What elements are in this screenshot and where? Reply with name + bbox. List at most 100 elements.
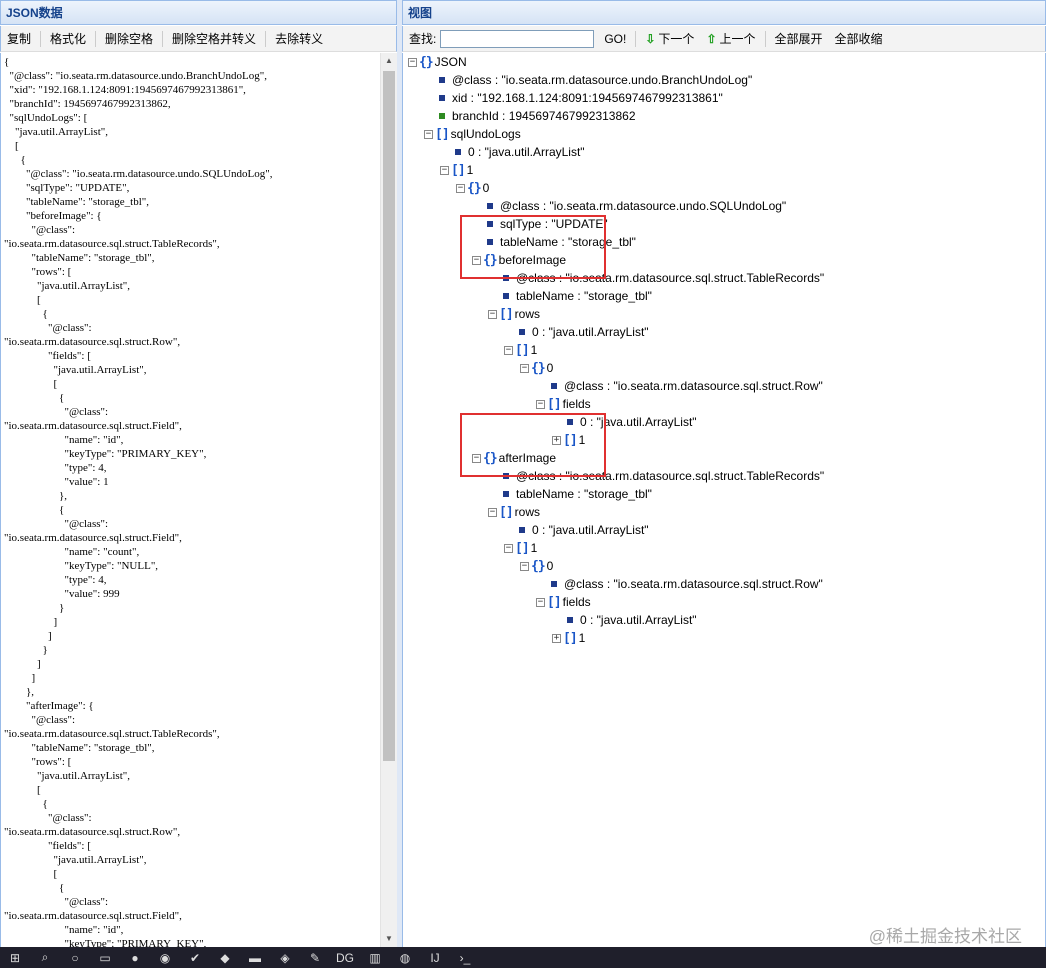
tree-node[interactable]: 0 : "java.util.ArrayList": [516, 323, 649, 341]
tree-node-label: @class : "io.seata.rm.datasource.undo.Br…: [452, 73, 753, 87]
leaf-bullet-icon: [551, 383, 557, 389]
search-input[interactable]: [440, 29, 595, 48]
windows-start-icon[interactable]: ⊞: [9, 950, 21, 965]
network-icon[interactable]: ◍: [399, 950, 411, 965]
tree-node[interactable]: −[]rows: [488, 305, 540, 323]
view-panel-title: 视图: [408, 6, 433, 20]
todo-icon[interactable]: ✔: [189, 950, 201, 965]
intellij-icon[interactable]: IJ: [430, 950, 440, 965]
leaf-bullet-icon: [439, 77, 445, 83]
tree-node-label: 0 : "java.util.ArrayList": [532, 325, 649, 339]
tree-node[interactable]: −[]1: [504, 539, 537, 557]
collapse-toggle-icon[interactable]: −: [520, 362, 529, 373]
datagrip-icon[interactable]: DG: [336, 950, 354, 965]
next-button[interactable]: ⇩下一个: [639, 30, 700, 47]
scroll-down-arrow-icon[interactable]: ▼: [385, 934, 393, 943]
cortana-icon[interactable]: ○: [71, 950, 79, 965]
tree-node[interactable]: −[]1: [440, 161, 473, 179]
tree-node[interactable]: −{}0: [456, 179, 489, 197]
collapse-all-button[interactable]: 全部收缩: [834, 32, 883, 46]
tree-node[interactable]: −[]fields: [536, 395, 591, 413]
object-icon: {}: [467, 180, 482, 196]
tree-node[interactable]: −{}0: [520, 359, 553, 377]
json-text-line: "@class": "io.seata.rm.datasource.undo.B…: [4, 70, 268, 82]
array-icon: []: [499, 504, 514, 520]
json-text-line: },: [4, 686, 35, 698]
tree-node-label: 1: [466, 163, 474, 177]
toolbar-separator: [764, 30, 766, 47]
collapse-toggle-icon[interactable]: −: [456, 182, 465, 193]
unescape-button[interactable]: 去除转义: [275, 32, 324, 46]
tree-node[interactable]: tableName : "storage_tbl": [500, 287, 652, 305]
json-scrollbar[interactable]: ▲ ▼: [380, 53, 397, 947]
json-text-line: {: [4, 798, 48, 810]
tree-node[interactable]: 0 : "java.util.ArrayList": [452, 143, 585, 161]
object-icon: {}: [419, 54, 434, 70]
panel-splitter[interactable]: [397, 0, 402, 947]
tree-node[interactable]: −{}beforeImage: [472, 251, 566, 269]
chrome-icon[interactable]: ●: [131, 950, 139, 965]
tree-node[interactable]: −[]rows: [488, 503, 540, 521]
tree-node[interactable]: +[]1: [552, 431, 585, 449]
json-text-area[interactable]: { "@class": "io.seata.rm.datasource.undo…: [0, 53, 380, 947]
tree-node[interactable]: +[]1: [552, 629, 585, 647]
expand-toggle-icon[interactable]: +: [552, 434, 561, 445]
tree-node-label: xid : "192.168.1.124:8091:19456974679923…: [452, 91, 723, 105]
database-icon[interactable]: ▥: [369, 950, 381, 965]
tree-node[interactable]: −[]fields: [536, 593, 591, 611]
collapse-toggle-icon[interactable]: −: [504, 542, 513, 553]
prev-button[interactable]: ⇧上一个: [700, 30, 761, 47]
collapse-toggle-icon[interactable]: −: [520, 560, 529, 571]
tree-node[interactable]: 0 : "java.util.ArrayList": [564, 611, 697, 629]
collapse-toggle-icon[interactable]: −: [424, 128, 433, 139]
visual-studio-icon[interactable]: ◈: [280, 950, 290, 965]
remove-spaces-escape-button[interactable]: 删除空格并转义: [172, 32, 257, 46]
array-icon: []: [515, 540, 530, 556]
tree-node-label: @class : "io.seata.rm.datasource.undo.SQ…: [500, 199, 787, 213]
tree-node[interactable]: xid : "192.168.1.124:8091:19456974679923…: [436, 89, 723, 107]
go-button[interactable]: GO!: [604, 31, 627, 46]
json-text-line: "java.util.ArrayList",: [4, 126, 108, 138]
scrollbar-thumb[interactable]: [383, 71, 395, 761]
tree-node[interactable]: @class : "io.seata.rm.datasource.sql.str…: [548, 377, 823, 395]
tree-node[interactable]: 0 : "java.util.ArrayList": [564, 413, 697, 431]
firefox-icon[interactable]: ◉: [159, 950, 171, 965]
powershell-icon[interactable]: ›_: [459, 950, 471, 965]
scroll-up-arrow-icon[interactable]: ▲: [385, 56, 393, 65]
collapse-toggle-icon[interactable]: −: [440, 164, 449, 175]
collapse-toggle-icon[interactable]: −: [536, 398, 545, 409]
expand-all-button[interactable]: 全部展开: [774, 32, 823, 46]
expand-toggle-icon[interactable]: +: [552, 632, 561, 643]
collapse-toggle-icon[interactable]: −: [472, 254, 481, 265]
tree-node[interactable]: @class : "io.seata.rm.datasource.undo.Br…: [436, 71, 752, 89]
collapse-toggle-icon[interactable]: −: [472, 452, 481, 463]
collapse-toggle-icon[interactable]: −: [504, 344, 513, 355]
tree-node[interactable]: tableName : "storage_tbl": [500, 485, 652, 503]
remove-spaces-button[interactable]: 删除空格: [105, 32, 154, 46]
tree-node[interactable]: −[]1: [504, 341, 537, 359]
tree-node[interactable]: −{}afterImage: [472, 449, 556, 467]
tree-node[interactable]: @class : "io.seata.rm.datasource.sql.str…: [548, 575, 823, 593]
folder-icon[interactable]: ▬: [249, 950, 261, 965]
tree-node[interactable]: 0 : "java.util.ArrayList": [516, 521, 649, 539]
format-button[interactable]: 格式化: [50, 32, 87, 46]
array-icon: []: [563, 432, 578, 448]
collapse-toggle-icon[interactable]: −: [536, 596, 545, 607]
tree-node[interactable]: −{}JSON: [408, 53, 467, 71]
tree-node[interactable]: tableName : "storage_tbl": [484, 233, 636, 251]
collapse-toggle-icon[interactable]: −: [488, 506, 497, 517]
tree-node[interactable]: −{}0: [520, 557, 553, 575]
json-text-line: "type": 4,: [4, 462, 107, 474]
windows-taskbar: ⊞ ⌕ ○ ▭ ● ◉ ✔ ◆ ▬ ◈ ✎ DG ▥ ◍ IJ ›_: [0, 947, 1046, 968]
collapse-toggle-icon[interactable]: −: [488, 308, 497, 319]
tree-node[interactable]: @class : "io.seata.rm.datasource.undo.SQ…: [484, 197, 786, 215]
github-icon[interactable]: ◆: [220, 950, 230, 965]
tree-node[interactable]: sqlType : "UPDATE": [484, 215, 608, 233]
search-icon[interactable]: ⌕: [41, 950, 49, 964]
tree-node[interactable]: −[]sqlUndoLogs: [424, 125, 521, 143]
notepad-icon[interactable]: ✎: [309, 950, 321, 965]
copy-button[interactable]: 复制: [7, 32, 32, 46]
collapse-toggle-icon[interactable]: −: [408, 56, 417, 67]
task-view-icon[interactable]: ▭: [99, 950, 111, 965]
tree-node[interactable]: branchId : 1945697467992313862: [436, 107, 636, 125]
